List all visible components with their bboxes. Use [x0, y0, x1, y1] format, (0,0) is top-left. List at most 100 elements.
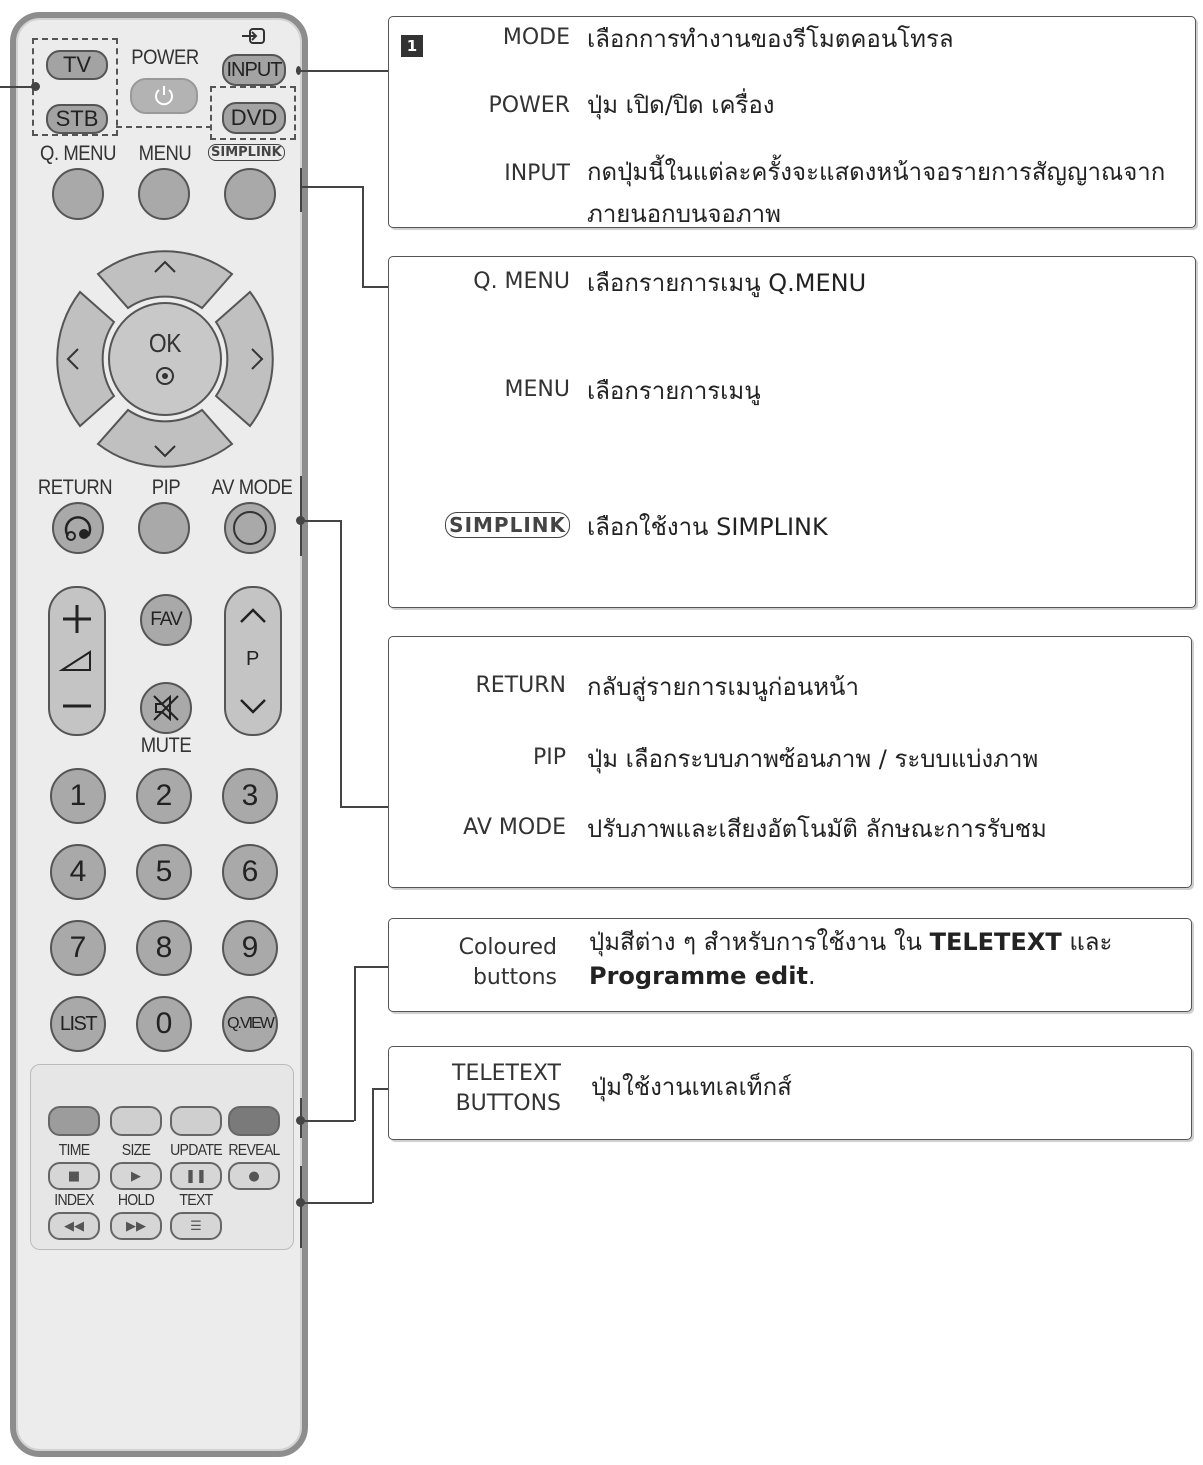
connector-mode-left — [0, 86, 36, 88]
input-icon — [242, 28, 265, 44]
play-icon: ▶ — [131, 1168, 141, 1184]
coloured-desc-programme-edit: Programme edit — [589, 962, 808, 990]
list-button[interactable]: LIST — [50, 996, 106, 1052]
number-5-button[interactable]: 5 — [136, 844, 192, 900]
tv-button[interactable]: TV — [46, 50, 108, 80]
mode-key: MODE — [502, 25, 570, 50]
dvd-button[interactable]: DVD — [222, 102, 286, 134]
remote-control: TV STB POWER INPUT DVD Q. MENU MENU SIMP… — [10, 12, 308, 1457]
input-key: INPUT — [504, 161, 570, 186]
power-button[interactable] — [130, 78, 198, 114]
rewind-icon: ◀◀ — [64, 1218, 84, 1234]
number-4-button[interactable]: 4 — [50, 844, 106, 900]
power-description: ปุ่ม เปิด/ปิด เครื่อง — [587, 91, 775, 119]
qmenu-button[interactable] — [52, 168, 104, 220]
ok-button[interactable] — [108, 302, 222, 416]
chevron-up-icon — [154, 260, 176, 273]
hold-button[interactable]: ▶▶ — [110, 1212, 162, 1240]
size-label: SIZE — [121, 1142, 151, 1159]
power-key: POWER — [488, 93, 570, 118]
section-number-badge: 1 — [401, 35, 423, 57]
stb-button[interactable]: STB — [46, 104, 108, 134]
coloured-key-line1: Coloured — [458, 935, 557, 960]
number-9-button[interactable]: 9 — [222, 920, 278, 976]
info-box-coloured-buttons: Coloured buttons ปุ่มสีต่าง ๆ สำหรับการใ… — [388, 918, 1192, 1012]
menu-key: MENU — [504, 377, 570, 402]
fast-forward-icon: ▶▶ — [126, 1218, 146, 1234]
index-button[interactable]: ◀◀ — [48, 1212, 100, 1240]
return-label: RETURN — [37, 476, 113, 499]
chevron-left-icon — [66, 348, 79, 370]
reveal-button[interactable]: ● — [228, 1162, 280, 1190]
connector-box3-h1 — [302, 520, 340, 522]
down-arrow-button[interactable] — [96, 408, 234, 468]
navigation-pad — [56, 250, 274, 468]
connector-box2-v — [300, 168, 302, 212]
connector-box2-h2 — [362, 286, 388, 288]
mute-icon — [153, 694, 179, 722]
right-arrow-button[interactable] — [214, 290, 274, 428]
number-8-button[interactable]: 8 — [136, 920, 192, 976]
connector-box4-h2 — [354, 966, 388, 968]
text-page-icon: ☰ — [190, 1218, 202, 1234]
simplink-logo-text: SIMPLINK — [208, 144, 285, 161]
green-button[interactable] — [110, 1106, 162, 1136]
avmode-button[interactable] — [224, 502, 276, 554]
power-label: POWER — [131, 46, 199, 69]
menu-button[interactable] — [138, 168, 190, 220]
pip-button[interactable] — [138, 502, 190, 554]
channel-label: P — [246, 648, 260, 670]
qview-button[interactable]: Q.VIEW — [222, 996, 278, 1052]
connector-box4-dot — [296, 1116, 305, 1125]
mute-button[interactable] — [140, 682, 192, 734]
red-button[interactable] — [48, 1106, 100, 1136]
yellow-button[interactable] — [170, 1106, 222, 1136]
up-arrow-button[interactable] — [96, 250, 234, 310]
simplink-button[interactable] — [224, 168, 276, 220]
teletext-key-line1: TELETEXT — [452, 1061, 561, 1086]
input-button[interactable]: INPUT — [222, 54, 286, 86]
teletext-description: ปุ่มใช้งานเทเลเท็กส์ — [591, 1073, 792, 1101]
text-button[interactable]: ☰ — [170, 1212, 222, 1240]
menu-label: MENU — [138, 142, 192, 165]
connector-box5-v2 — [372, 1088, 374, 1203]
time-button[interactable]: ■ — [48, 1162, 100, 1190]
connector-box5-h1 — [302, 1202, 372, 1204]
fav-label: FAV — [150, 609, 182, 630]
ok-dot-icon — [156, 367, 174, 385]
input-description: กดปุ่มนี้ในแต่ละครั้งจะแสดงหน้าจอรายการส… — [587, 158, 1166, 228]
reveal-label: REVEAL — [228, 1142, 280, 1159]
mode-description: เลือกการทำงานของรีโมตคอนโทรล — [587, 25, 954, 53]
coloured-description: ปุ่มสีต่าง ๆ สำหรับการใช้งาน ใน TELETEXT… — [589, 925, 1189, 993]
coloured-desc-mid: และ — [1061, 928, 1113, 956]
pip-description: ปุ่ม เลือกระบบภาพซ้อนภาพ / ระบบแบ่งภาพ — [587, 745, 1039, 773]
coloured-desc-end: . — [807, 962, 816, 990]
simplink-key: SIMPLINK — [445, 512, 570, 538]
number-1-button[interactable]: 1 — [50, 768, 106, 824]
channel-rocker[interactable]: P — [224, 586, 282, 736]
number-3-button[interactable]: 3 — [222, 768, 278, 824]
left-arrow-button[interactable] — [56, 290, 116, 428]
avmode-key: AV MODE — [463, 815, 566, 840]
update-button[interactable]: ❚❚ — [170, 1162, 222, 1190]
connector-box3-h2 — [340, 806, 388, 808]
number-2-button[interactable]: 2 — [136, 768, 192, 824]
volume-rocker[interactable] — [48, 586, 106, 736]
number-7-button[interactable]: 7 — [50, 920, 106, 976]
pip-key: PIP — [532, 745, 566, 770]
connector-dot — [31, 82, 40, 91]
blue-button[interactable] — [228, 1106, 280, 1136]
fav-button[interactable]: FAV — [140, 594, 192, 646]
return-description: กลับสู่รายการเมนูก่อนหน้า — [587, 673, 859, 701]
time-label: TIME — [58, 1142, 91, 1159]
teletext-key-line2: BUTTONS — [455, 1091, 561, 1116]
coloured-desc-pre: ปุ่มสีต่าง ๆ สำหรับการใช้งาน ใน — [589, 928, 930, 956]
info-box-teletext: TELETEXT BUTTONS ปุ่มใช้งานเทเลเท็กส์ — [388, 1046, 1192, 1140]
simplink-logo: SIMPLINK — [208, 144, 298, 161]
return-button[interactable] — [52, 502, 104, 554]
pip-label: PIP — [151, 476, 181, 499]
size-button[interactable]: ▶ — [110, 1162, 162, 1190]
power-icon — [155, 86, 173, 106]
number-6-button[interactable]: 6 — [222, 844, 278, 900]
number-0-button[interactable]: 0 — [136, 996, 192, 1052]
